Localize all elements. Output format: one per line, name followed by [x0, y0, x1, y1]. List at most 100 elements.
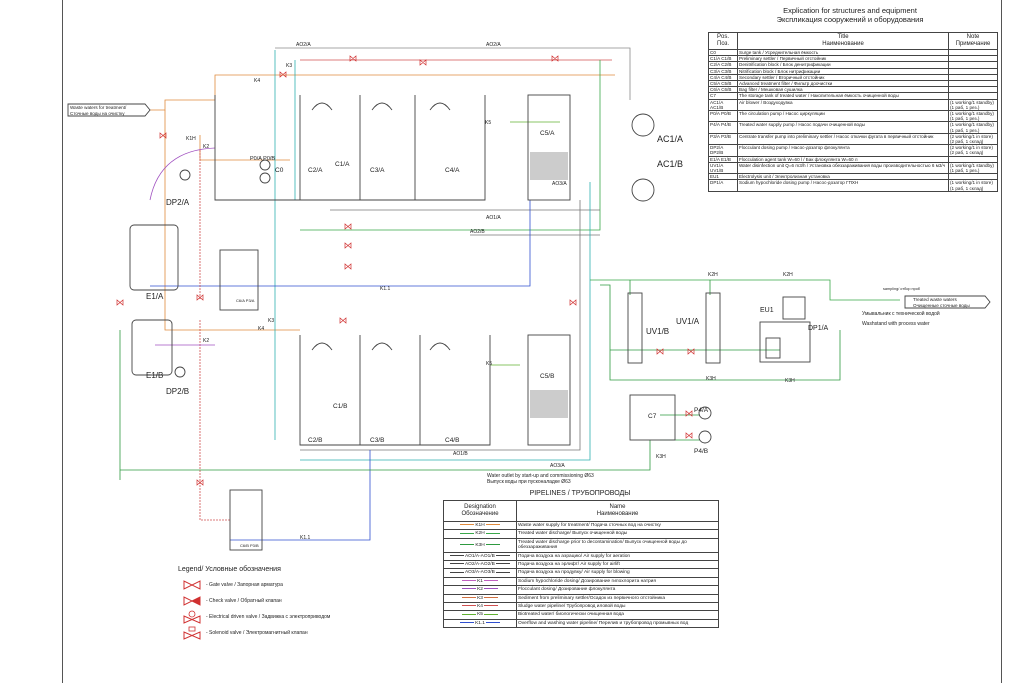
explication-cell-note: (1 working/1 standby) (1 раб, 1 рез.) — [948, 110, 998, 123]
pipe-k3h-bottom — [120, 440, 651, 471]
tank-block-b — [299, 335, 491, 446]
uv1b-unit — [627, 292, 643, 364]
explication-title-en: Explication for structures and equipment — [783, 6, 917, 15]
label-ac1a: AC1/A — [657, 134, 683, 144]
label-k3h-3: K3H — [656, 454, 666, 460]
label-ao2b: AO2/B — [470, 229, 485, 235]
pipeline-code: K3H — [475, 542, 485, 548]
legend-label: - Gate valve / Запорная арматура — [206, 582, 283, 588]
label-k1h: K1H — [186, 136, 196, 142]
pipe-k4 — [199, 320, 230, 521]
explication-cell-note: (1 working/1 standby) (1 раб, 1 рез.) — [948, 161, 998, 175]
label-k3h-2: K3H — [785, 378, 795, 384]
label-p0: P0/A P0/B — [250, 156, 275, 162]
outlet-label-en: Treated waste waters — [913, 297, 957, 302]
pipe-k2 — [149, 147, 216, 201]
label-c4b: C4/B — [445, 437, 459, 444]
explication-cell-name: Sodium hypochloride dosing pump / Насос-… — [737, 179, 949, 192]
pipelines-title: PIPELINES / ТРУБОПРОВОДЫ — [529, 490, 631, 497]
legend-row: - Solenoid valve / Электромагнитный клап… — [178, 625, 378, 641]
label-ao2a-2: AO2/A — [486, 42, 501, 48]
airlift-a — [311, 102, 451, 111]
pipeline-code: AO1/A-AO1/B — [464, 553, 495, 559]
pump-p0a-icon — [259, 159, 271, 171]
label-k2-b: K2 — [203, 338, 209, 344]
pipeline-name: Overflow and washing water pipeline/ Пер… — [516, 618, 719, 629]
label-k5: K5 — [485, 120, 491, 126]
sampling-label: sampling/ отбор проб — [883, 287, 921, 291]
pipe-k1h-c — [199, 135, 290, 161]
pipeline-code: K4 — [477, 604, 483, 610]
tank-e1a — [129, 224, 179, 291]
label-uv1a: UV1/A — [676, 317, 700, 326]
tank-dividers-b — [359, 335, 421, 445]
tank-dividers-a — [299, 95, 416, 200]
pipeline-row: K3H Treated water discharge prior to dec… — [443, 537, 719, 553]
pump-p4a-icon — [698, 406, 712, 420]
label-k2h: K2H — [708, 272, 718, 278]
electrolyzer — [765, 337, 781, 359]
label-k5-b: K5 — [486, 361, 492, 367]
label-c7: C7 — [648, 413, 657, 420]
filter-media-a — [530, 152, 568, 180]
legend-label: - Check valve / Обратный клапан — [206, 598, 282, 604]
outlet-label-ru: Очищенные сточные воды — [913, 303, 970, 308]
check-valve-icon — [178, 594, 206, 608]
pipe-k2h — [590, 279, 900, 301]
pipeline-code: K1 — [477, 578, 483, 584]
legend-label: - Electrical driven valve / Задвижка с э… — [206, 614, 331, 620]
label-k4-b: K4 — [258, 326, 264, 332]
pipeline-code: K5 — [477, 612, 483, 618]
naclo-tank — [782, 296, 806, 320]
tank-e1b — [131, 319, 173, 376]
pump-p0b-icon — [259, 172, 271, 184]
label-e1b: E1/B — [146, 371, 163, 380]
legend-row: - Gate valve / Запорная арматура — [178, 577, 378, 593]
startup-label-en: Water outlet by start-up and commissioni… — [487, 473, 594, 479]
pipeline-code: AO3/A-AO3/B — [464, 570, 495, 576]
valves — [116, 55, 695, 486]
explication-title-ru: Экспликация сооружений и оборудования — [776, 15, 924, 24]
label-ao3a: AO3/A — [552, 181, 567, 187]
pipe-ao2a — [275, 47, 631, 100]
label-c1b: C1/B — [333, 403, 347, 410]
pump-dp2b-icon — [174, 366, 186, 378]
pipeline-code: K2H — [475, 531, 485, 537]
bag-filter-c6a — [219, 249, 259, 311]
label-ao2a: AO2/A — [296, 42, 311, 48]
label-p4b: P4/B — [694, 448, 708, 455]
pipe-ao3a — [300, 182, 591, 461]
label-e1a: E1/A — [146, 292, 164, 301]
label-p4a: P4/A — [694, 407, 709, 414]
pump-dp2a-icon — [179, 169, 191, 181]
pipe-k3h — [600, 284, 841, 381]
inlet-label-en: Waste waters for treatment/ — [70, 105, 127, 110]
tank-c5b — [527, 334, 571, 446]
explication-cell-note: (2 working/1 in store) (2 раб, 1 склад) — [948, 132, 998, 146]
drawing-frame — [62, 0, 1002, 683]
explication-cell-note: (1 working/1 in store) (1 раб, 1 склад) — [948, 179, 998, 192]
washstand-label-en: Washstand with process water — [862, 321, 930, 327]
label-c6a-p3a: C6/A P3/A — [236, 298, 255, 303]
legend: Legend/ Условные обозначения - Gate valv… — [178, 566, 378, 641]
pipeline-code: K2 — [477, 587, 483, 593]
pipe-p4 — [660, 414, 700, 441]
pipeline-code: K3 — [477, 595, 483, 601]
label-c3a: C3/A — [370, 167, 385, 174]
label-ac1b: AC1/B — [657, 159, 683, 169]
solenoid-valve-icon — [178, 626, 206, 640]
pipeline-code: K1.1 — [475, 620, 485, 626]
explication-title: Explication for structures and equipment… — [700, 6, 1000, 24]
eu1-unit — [759, 321, 811, 363]
legend-label: - Solenoid valve / Электромагнитный клап… — [206, 630, 308, 636]
filter-media-b — [530, 390, 568, 418]
